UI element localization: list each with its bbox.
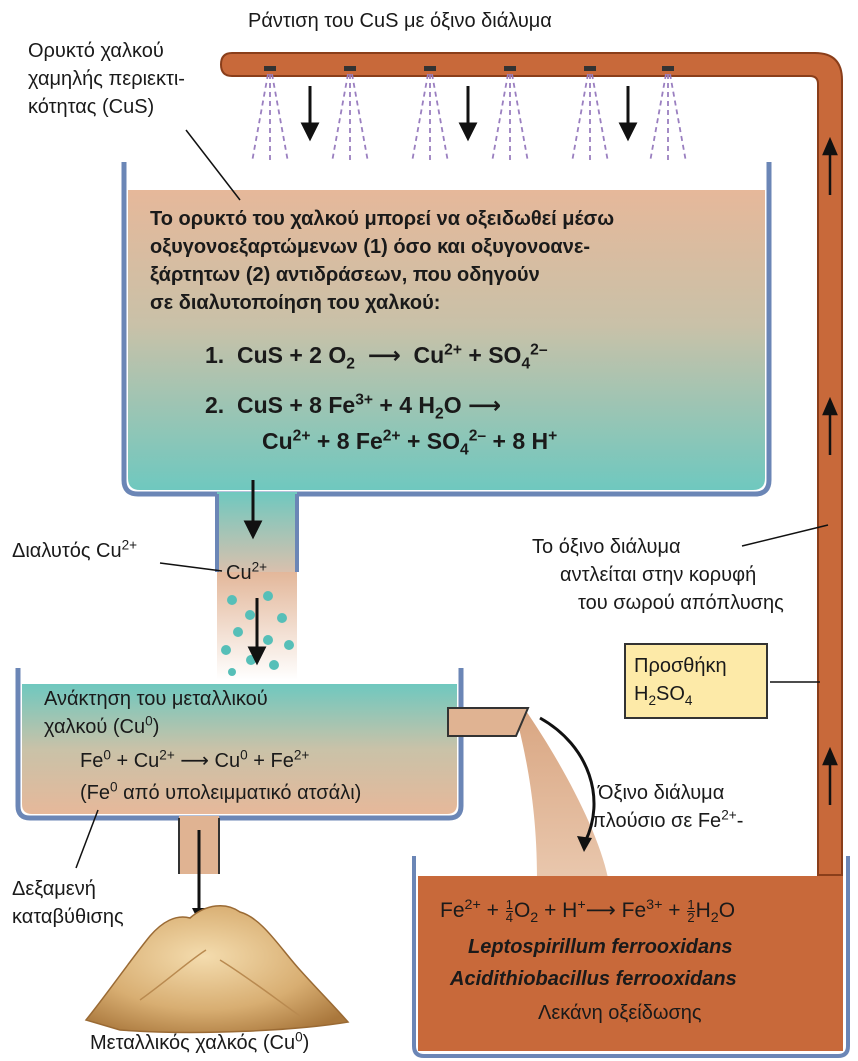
organism-leptospirillum: Leptospirillum ferrooxidans [468, 936, 733, 958]
tank-description-line3: ξάρτητων (2) αντιδράσεων, που οδηγούν [150, 264, 540, 286]
add-acid-line2: H2SO4 [634, 683, 693, 708]
acidic-outflow [447, 707, 608, 878]
pumped-label-line3: του σωρού απόπλυσης [578, 592, 784, 614]
recovery-label-line2: χαλκού (Cu0) [44, 713, 160, 738]
reaction-2-line1: 2. CuS + 8 Fe3+ + 4 H2O ⟶ [205, 391, 502, 423]
pumped-label-line1: Το όξινο διάλυμα [532, 536, 681, 558]
cu-ions-dots [221, 591, 294, 676]
acid-spray-droplets [251, 73, 687, 163]
settling-tank-label-line2: καταβύθισης [12, 906, 124, 928]
dissolved-cu-label: Διαλυτός Cu2+ [12, 537, 138, 562]
oxidation-pond [412, 856, 850, 1058]
riser-up-arrows [822, 136, 838, 805]
organism-acidithiobacillus: Acidithiobacillus ferrooxidans [450, 968, 737, 990]
scrap-iron-note: (Fe0 από υπολειμματικό ατσάλι) [80, 779, 362, 804]
leader-lines [75, 129, 829, 869]
tank-description-line2: οξυγονοεξαρτώμενων (1) όσο και οξυγονοαν… [150, 236, 590, 258]
settling-tank-label-line1: Δεξαμενή [12, 878, 96, 900]
metallic-copper-label: Μεταλλικός χαλκός (Cu0) [90, 1029, 310, 1054]
ore-label-line2: χαμηλής περιεκτι- [28, 68, 185, 90]
acidic-solution-line1: Όξινο διάλυμα [598, 782, 725, 804]
pumped-label-line2: αντλείται στην κορυφή [560, 564, 757, 586]
ore-label-line1: Ορυκτό χαλκού [28, 40, 164, 62]
tank-description-line1: Το ορυκτό του χαλκού μπορεί να οξειδωθεί… [150, 208, 615, 230]
cementation-reaction: Fe0 + Cu2+ ⟶ Cu0 + Fe2+ [80, 747, 310, 772]
spray-nozzles [264, 66, 674, 71]
acidic-solution-line2: πλούσιο σε Fe2+- [592, 807, 744, 832]
reaction-2-line2: Cu2+ + 8 Fe2+ + SO42– + 8 H+ [262, 427, 558, 459]
spray-title: Ράντιση του CuS με όξινο διάλυμα [248, 10, 552, 32]
recovery-label-line1: Ανάκτηση του μεταλλικού [44, 688, 268, 710]
tank-description-line4: σε διαλυτοποίηση του χαλκού: [150, 292, 441, 314]
spray-down-arrows [300, 86, 638, 142]
ore-label-line3: κότητας (CuS) [28, 96, 155, 118]
acid-recirculation-pipe [219, 52, 843, 876]
metallic-copper-pile [84, 905, 350, 1034]
drain-arrows [243, 480, 267, 666]
leaching-heap-tank [121, 162, 772, 497]
oxidation-pond-label: Λεκάνη οξείδωσης [538, 1002, 702, 1024]
reaction-1: 1. CuS + 2 O2 ⟶ Cu2+ + SO42– [205, 341, 548, 373]
cu-in-pipe-label: Cu2+ [226, 559, 268, 584]
add-acid-line1: Προσθήκη [634, 655, 727, 677]
add-acid-box: Προσθήκη H2SO4 [624, 643, 768, 719]
copper-recovery-tank [15, 668, 464, 821]
